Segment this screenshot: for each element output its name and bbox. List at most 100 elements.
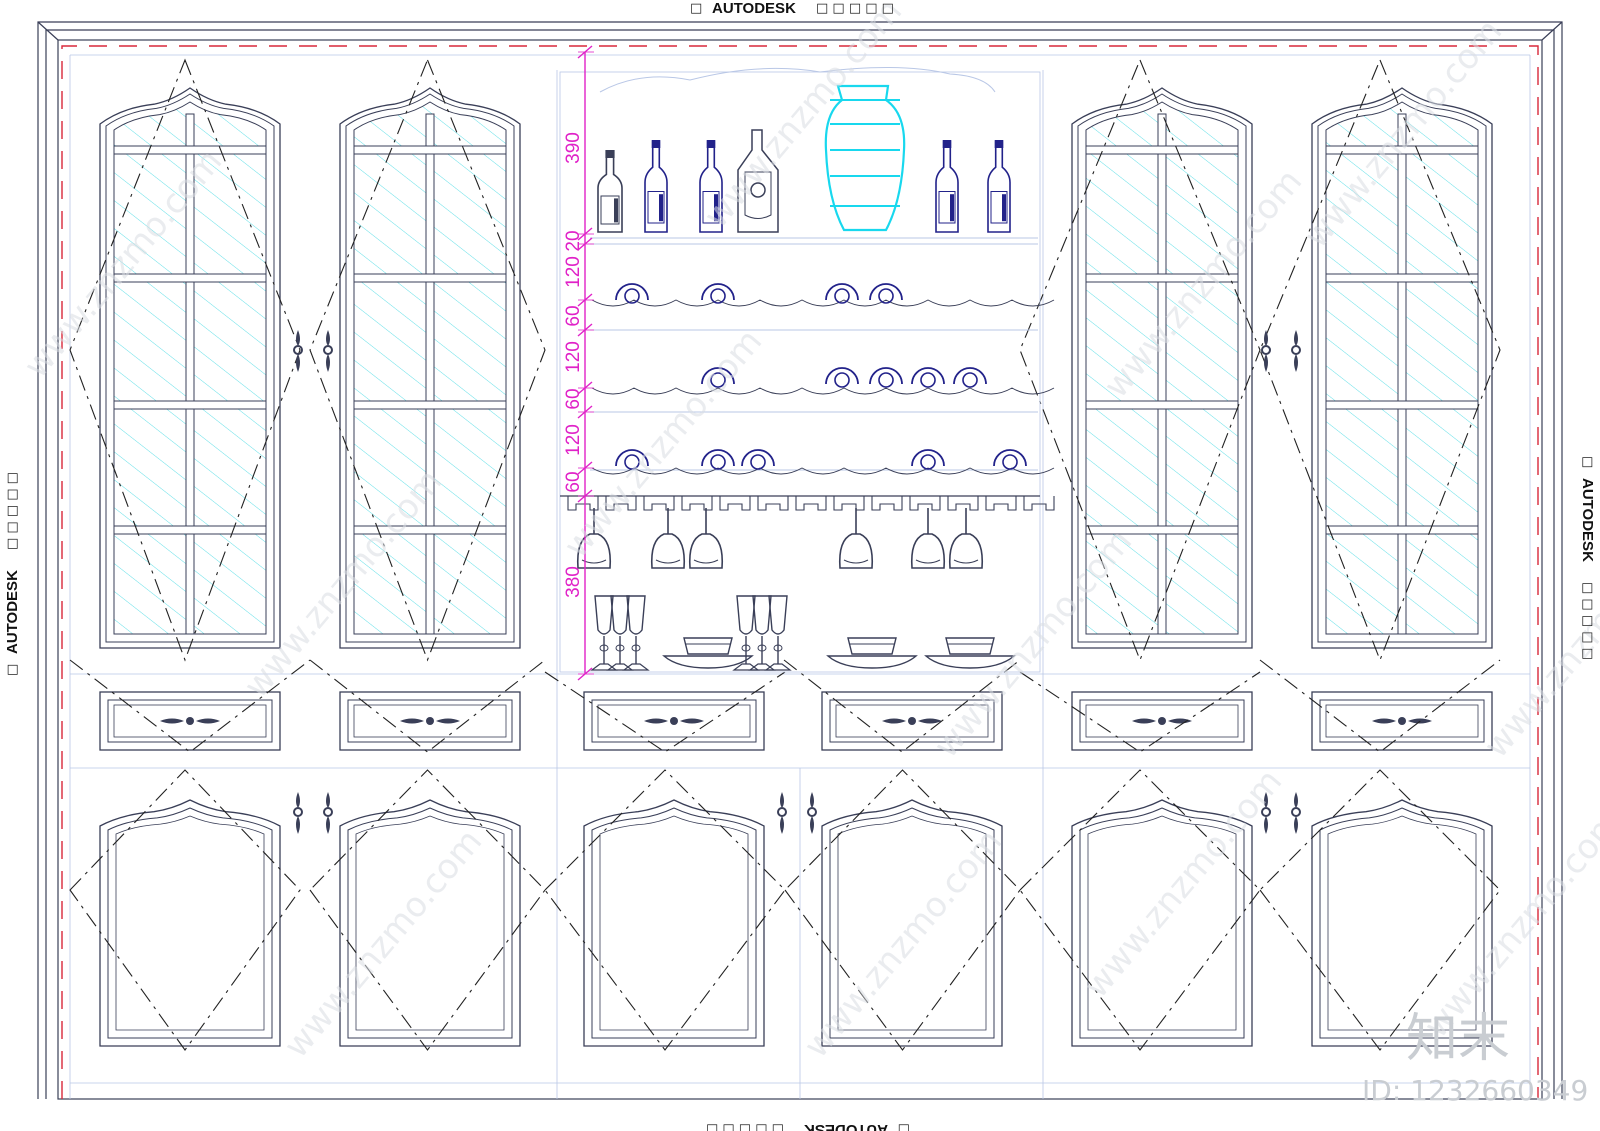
muntin-horizontal xyxy=(113,145,267,155)
rail-slot xyxy=(795,496,827,511)
drawer-row xyxy=(99,691,1493,751)
rail-slot xyxy=(605,496,637,511)
drawer-inner xyxy=(597,704,751,738)
muntin-horizontal xyxy=(1325,525,1479,535)
drawer-pull-knob xyxy=(1158,717,1166,725)
drawer-panel xyxy=(1079,699,1245,743)
drawer-panel xyxy=(107,699,273,743)
rail-slot xyxy=(567,496,599,511)
drawer-3 xyxy=(583,691,765,751)
lower-door-frame xyxy=(821,799,1003,1047)
swing-line-drawer xyxy=(1019,671,1261,753)
vase xyxy=(824,84,906,232)
rail-slot xyxy=(947,496,979,511)
drawer-pull-ornament xyxy=(400,718,460,724)
stemware-rail xyxy=(567,496,1055,511)
wine-glass-hanging xyxy=(650,508,686,569)
muntin-horizontal xyxy=(113,525,267,535)
drawer-2 xyxy=(339,691,521,751)
bottle-end xyxy=(869,367,903,388)
dimension-chain: 390 20 120 60 120 60 120 60 380 xyxy=(563,45,594,681)
muntin-horizontal xyxy=(1085,145,1239,155)
wine-bottle xyxy=(644,140,668,233)
door-frame-outer xyxy=(339,87,521,649)
muntin-horizontal xyxy=(353,525,507,535)
sheet-label-top: □ AUTODESK □ □ □ □ □ xyxy=(690,0,894,17)
wine-glass-hanging xyxy=(910,508,946,569)
bottle-end xyxy=(911,449,945,470)
muntin-horizontal xyxy=(113,273,267,283)
drawer-inner xyxy=(113,704,267,738)
drawer-front xyxy=(583,691,765,751)
rail-slot xyxy=(719,496,751,511)
bottle-end xyxy=(741,449,775,470)
lower-door-frame xyxy=(1311,799,1493,1047)
lower-door-inner xyxy=(599,815,749,1031)
ornamental-handle xyxy=(1291,330,1301,372)
rail-slot xyxy=(681,496,713,511)
sheet-label-left: □ AUTODESK □ □ □ □ □ xyxy=(4,472,21,676)
rail-slot xyxy=(871,496,903,511)
drawer-inner xyxy=(1325,704,1479,738)
door-frame-outer xyxy=(1071,87,1253,649)
bottle-end xyxy=(701,283,735,304)
lower-panel-doors xyxy=(99,799,1493,1047)
dim-60-b: 60 xyxy=(563,388,584,409)
lower-door-inner xyxy=(1327,815,1477,1031)
svg-text:□ □ □ □ □: □ □ □ □ □ xyxy=(816,1,894,16)
drawer-pull-knob xyxy=(426,717,434,725)
bottle-end xyxy=(615,449,649,470)
drawer-pull-knob xyxy=(670,717,678,725)
dim-380: 380 xyxy=(563,566,584,598)
glass-door-1 xyxy=(99,87,281,649)
swing-line-upper xyxy=(1259,58,1501,662)
lower-door-panel xyxy=(829,807,995,1039)
ornamental-handle xyxy=(323,330,333,372)
drawer-1 xyxy=(99,691,281,751)
rail-slot xyxy=(985,496,1017,511)
center-wine-bar xyxy=(559,66,1055,673)
svg-text:□: □ xyxy=(690,1,702,16)
watermark-logo: 知末 xyxy=(1406,1009,1510,1069)
muntin-horizontal xyxy=(1085,400,1239,410)
lower-door-3 xyxy=(583,799,765,1047)
dim-390: 390 xyxy=(563,132,584,164)
lower-door-panel xyxy=(591,807,757,1039)
wine-glass-hanging xyxy=(948,508,984,569)
muntin-vertical xyxy=(1157,113,1167,635)
svg-text:□: □ xyxy=(1580,456,1595,468)
wine-glass-hanging xyxy=(838,508,874,569)
muntin-vertical xyxy=(425,113,435,635)
lower-door-1 xyxy=(99,799,281,1047)
svg-text:□ □ □ □ □: □ □ □ □ □ xyxy=(5,472,20,550)
lower-door-panel xyxy=(1079,807,1245,1039)
drawer-pull-knob xyxy=(186,717,194,725)
wine-glass-hanging xyxy=(576,508,612,569)
muntin-horizontal xyxy=(1085,525,1239,535)
drawer-5 xyxy=(1071,691,1253,751)
lower-door-panel xyxy=(107,807,273,1039)
bottle-end xyxy=(993,449,1027,470)
dim-60-c: 60 xyxy=(563,471,584,492)
tableware xyxy=(590,595,1016,671)
ornamental-handle xyxy=(807,792,817,834)
bottle-end xyxy=(615,283,649,304)
lower-door-inner xyxy=(355,815,505,1031)
drawer-pull-ornament xyxy=(160,718,220,724)
drawer-inner xyxy=(353,704,507,738)
bottles xyxy=(597,84,1011,233)
door-frame-outer xyxy=(1311,87,1493,649)
lower-door-panel xyxy=(1319,807,1485,1039)
wine-bottle xyxy=(935,140,959,233)
door-frame-mid xyxy=(1077,93,1247,643)
muntin-horizontal xyxy=(1325,145,1479,155)
wine-bottle xyxy=(987,140,1011,233)
drawer-panel xyxy=(347,699,513,743)
drawer-inner xyxy=(835,704,989,738)
wine-glass-hanging xyxy=(688,508,724,569)
lower-door-5 xyxy=(1071,799,1253,1047)
door-handles xyxy=(293,330,1301,834)
lower-door-frame xyxy=(339,799,521,1047)
drawer-pull-ornament xyxy=(1132,718,1192,724)
